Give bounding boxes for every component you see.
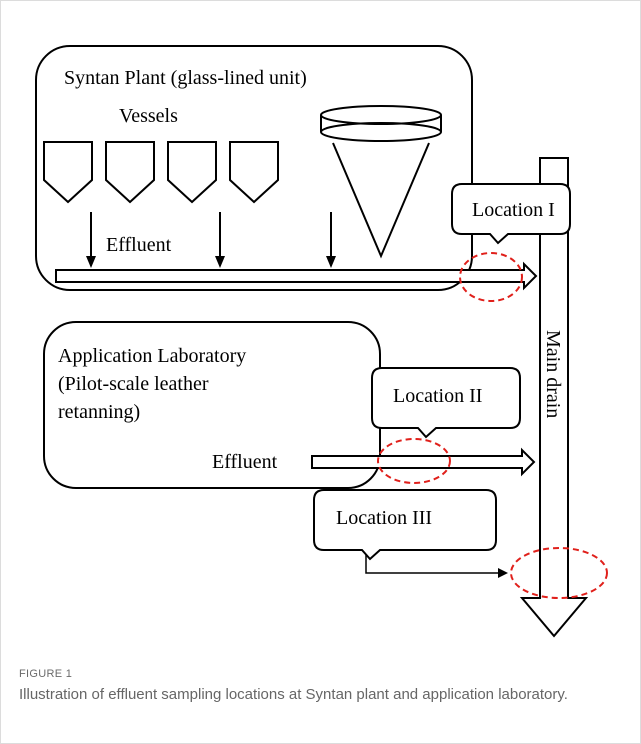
vessel-4	[229, 141, 279, 204]
main-drain-label: Main drain	[542, 330, 564, 418]
effluent-sampling-diagram: Syntan Plant (glass-lined unit) Vessels …	[35, 45, 608, 638]
vessel-1	[43, 141, 93, 204]
sampling-point-3-marker	[510, 547, 608, 599]
syntan-plant-title: Syntan Plant (glass-lined unit)	[64, 67, 307, 89]
vessels-label: Vessels	[119, 105, 178, 127]
glass-lined-unit	[320, 105, 442, 259]
plant-effluent-pipe	[55, 261, 538, 291]
figure-caption: Illustration of effluent sampling locati…	[19, 686, 568, 703]
lab-effluent-pipe	[311, 447, 536, 477]
lab-effluent-label: Effluent	[212, 451, 278, 473]
plant-effluent-label: Effluent	[106, 234, 172, 256]
location-2-label: Location II	[393, 385, 482, 407]
location-1-callout	[451, 183, 571, 245]
location-3-line	[365, 552, 500, 574]
location-1-label: Location I	[472, 199, 555, 221]
location-2-callout	[371, 367, 521, 439]
application-lab-title-line3: retanning)	[58, 401, 140, 423]
figure-label: FIGURE 1	[19, 668, 73, 680]
vessel-3	[167, 141, 217, 204]
vessel-2	[105, 141, 155, 204]
sampling-point-1-marker	[459, 252, 523, 302]
location-3-label: Location III	[336, 507, 432, 529]
location-3-callout	[313, 489, 497, 561]
application-lab-title-line1: Application Laboratory	[58, 345, 246, 367]
application-lab-title-line2: (Pilot-scale leather	[58, 373, 209, 395]
sampling-point-2-marker	[377, 438, 451, 484]
